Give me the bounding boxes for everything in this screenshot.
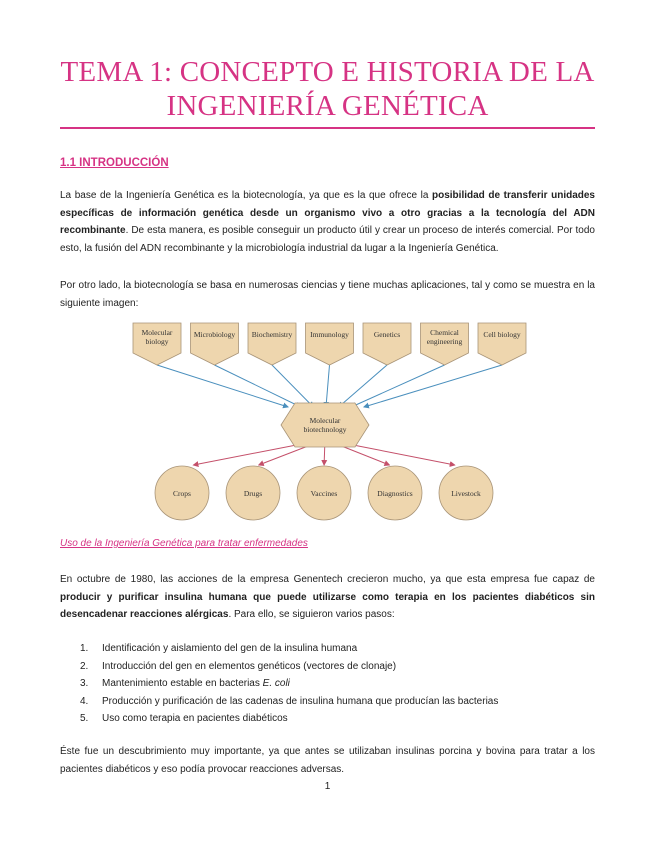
genentech-text-c: . Para ello, se siguieron varios pasos: — [228, 609, 395, 620]
source-node: Cell biology — [477, 322, 527, 366]
input-arrow — [323, 364, 330, 408]
source-label: Biochemistry — [252, 330, 293, 339]
input-arrow — [156, 364, 289, 409]
source-node: Biochemistry — [247, 322, 297, 366]
genentech-paragraph: En octubre de 1980, las acciones de la e… — [60, 571, 595, 624]
list-item: 2.Introducción del gen en elementos gené… — [80, 660, 397, 672]
source-label: Chemical — [430, 328, 459, 337]
source-label: Cell biology — [483, 330, 521, 339]
intro-text-c: . De esta manera, es posible conseguir u… — [60, 225, 595, 254]
output-label: Crops — [173, 489, 191, 498]
input-arrow — [350, 364, 445, 408]
title-divider — [60, 127, 595, 129]
source-node: Genetics — [362, 322, 412, 366]
list-item: 3.Mantenimiento estable en bacterias E. … — [80, 678, 290, 689]
therapy-link[interactable]: Uso de la Ingeniería Genética para trata… — [60, 538, 308, 549]
intro-paragraph: La base de la Ingeniería Genética es la … — [60, 187, 595, 257]
title-line-1: TEMA 1: CONCEPTO E HISTORIA DE LA — [60, 56, 595, 88]
input-arrow — [271, 364, 315, 408]
output-label: Vaccines — [311, 489, 338, 498]
genentech-text-bold: producir y purificar insulina humana que… — [60, 591, 595, 621]
list-item: 4.Producción y purificación de las caden… — [80, 695, 499, 707]
output-node: Drugs — [225, 465, 281, 521]
genentech-text-a: En octubre de 1980, las acciones de la e… — [60, 574, 595, 585]
intro-text-bold: posibilidad de transferir unidades espec… — [60, 190, 595, 236]
source-node: Microbiology — [190, 322, 239, 366]
source-label: Microbiology — [194, 330, 235, 339]
output-arrow — [321, 444, 328, 466]
output-arrow — [257, 444, 311, 466]
input-arrow — [362, 364, 503, 409]
list-item: 5.Uso como terapia en pacientes diabétic… — [80, 713, 288, 724]
page-title: TEMA 1: CONCEPTO E HISTORIA DE LA INGENI… — [0, 55, 655, 123]
output-node: Crops — [154, 465, 210, 521]
output-node: Vaccines — [296, 465, 352, 521]
list-item: 1.Identificación y aislamiento del gen d… — [80, 643, 358, 654]
center-label: Molecular — [310, 416, 341, 425]
output-node: Diagnostics — [367, 465, 423, 521]
section-heading: 1.1 INTRODUCCIÓN — [60, 157, 169, 169]
output-arrow — [192, 444, 297, 467]
page-number: 1 — [324, 781, 331, 792]
source-node: Immunology — [305, 322, 354, 366]
source-label: Genetics — [374, 330, 400, 339]
output-arrow — [353, 444, 456, 467]
output-arrow — [338, 444, 391, 466]
biotech-paragraph: Por otro lado, la biotecnología se basa … — [60, 280, 595, 309]
output-label: Diagnostics — [377, 489, 412, 498]
output-label: Drugs — [244, 489, 262, 498]
conclusion-paragraph: Éste fue un descubrimiento muy important… — [60, 746, 595, 775]
steps-list: 1.Identificación y aislamiento del gen d… — [60, 640, 595, 728]
input-arrow — [337, 364, 388, 408]
source-label: engineering — [427, 337, 463, 346]
source-label: Molecular — [142, 328, 173, 337]
center-label: biotechnology — [304, 425, 347, 434]
source-label: biology — [146, 337, 169, 346]
output-label: Livestock — [451, 489, 481, 498]
intro-text-a: La base de la Ingeniería Genética es la … — [60, 190, 432, 201]
output-node: Livestock — [438, 465, 494, 521]
title-line-2: INGENIERÍA GENÉTICA — [166, 90, 489, 122]
source-label: Immunology — [310, 330, 349, 339]
input-arrow — [214, 364, 302, 408]
